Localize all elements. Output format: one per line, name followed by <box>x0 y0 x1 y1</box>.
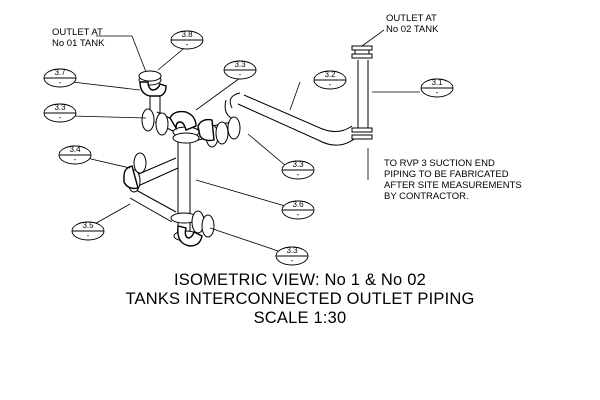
callout-3-5-id: 3.5 <box>82 221 94 230</box>
lower-diagonal-pipe <box>129 189 177 223</box>
callout-3-3-b-value: - <box>238 70 242 79</box>
tank2-outlet-note: OUTLET AT No 02 TANK <box>386 13 439 35</box>
drawing-title-line2: TANKS INTERCONNECTED OUTLET PIPING <box>125 290 475 308</box>
callout-3-3-b-id: 3.3 <box>234 60 246 69</box>
tank2-riser-pipe <box>357 60 369 128</box>
callout-3-7-value: - <box>58 78 62 87</box>
callout-3-1-id: 3.1 <box>431 78 443 87</box>
callout-3-3-c-value: - <box>296 170 300 179</box>
callout-3-8-id: 3.8 <box>181 30 193 39</box>
callout-3-8-value: - <box>185 40 189 49</box>
callout-3-3-c-id: 3.3 <box>292 160 304 169</box>
elbows <box>123 81 215 247</box>
callout-3-3-a-id: 3.3 <box>54 103 66 112</box>
callout-3-4-id: 3.4 <box>69 145 81 154</box>
callout-3-7-id: 3.7 <box>54 68 66 77</box>
callout-3-6-value: - <box>296 210 300 219</box>
rvp-suction-note: TO RVP 3 SUCTION END PIPING TO BE FABRIC… <box>384 158 522 202</box>
callout-3-6-id: 3.6 <box>292 200 304 209</box>
callout-3-3-d-id: 3.3 <box>286 246 298 255</box>
drawing-title-line1: ISOMETRIC VIEW: No 1 & No 02 <box>174 271 426 289</box>
drawing-scale: SCALE 1:30 <box>253 309 347 327</box>
callout-3-3-d-value: - <box>290 256 294 265</box>
callout-3-4-value: - <box>73 155 77 164</box>
callout-3-5-value: - <box>86 231 90 240</box>
tank1-outlet-note: OUTLET AT No 01 TANK <box>52 27 105 49</box>
callout-3-2-value: - <box>328 80 332 89</box>
callout-3-3-a-value: - <box>58 113 62 122</box>
callout-3-2-id: 3.2 <box>324 70 336 79</box>
callout-3-1-value: - <box>435 88 439 97</box>
